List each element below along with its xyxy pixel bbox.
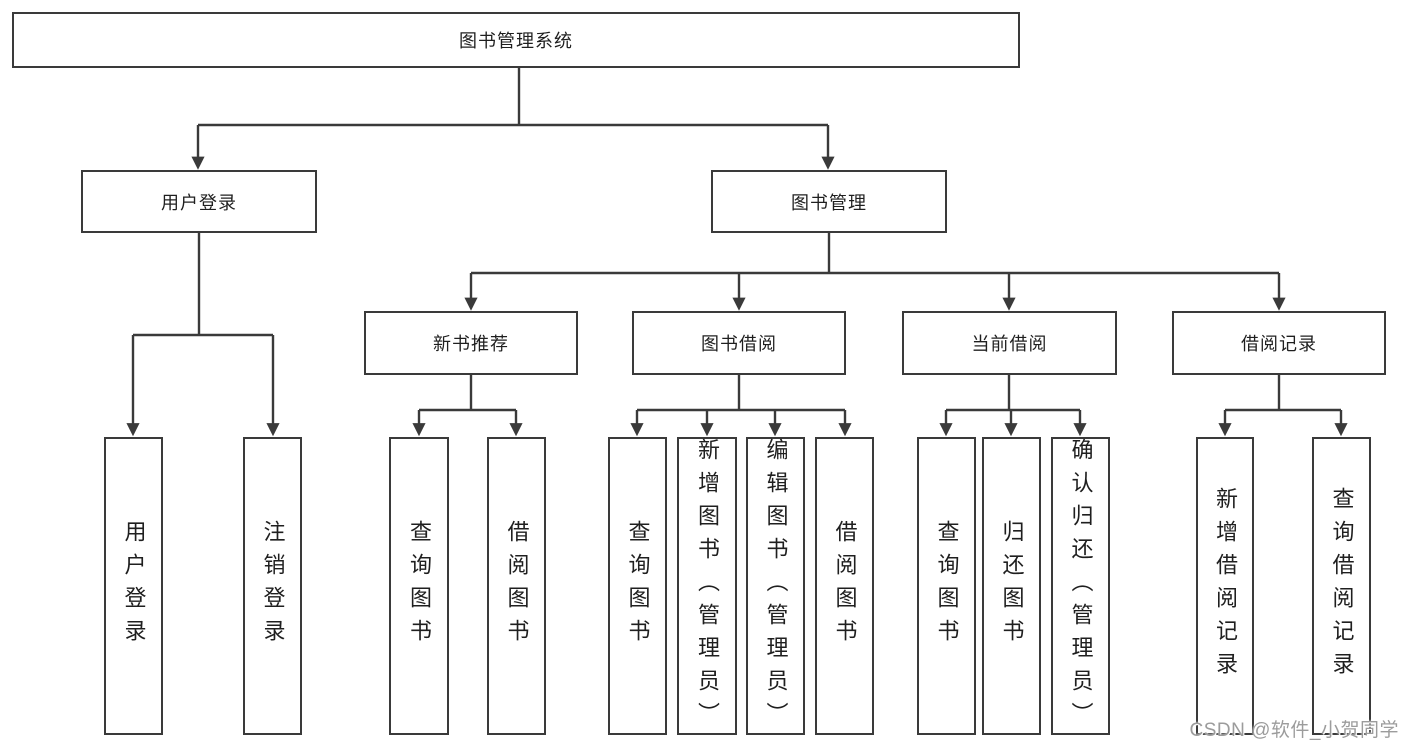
node-label: 借阅图书: [504, 520, 530, 652]
node-label: 确认归还（管理员）: [1068, 437, 1094, 735]
node-label: 查询图书: [625, 520, 651, 652]
leaf-query-books-current: 查询图书: [917, 437, 976, 735]
node-label: 查询图书: [407, 520, 432, 652]
node-label: 新书推荐: [433, 334, 509, 354]
node-label: 查询图书: [934, 520, 960, 652]
node-label: 归还图书: [999, 520, 1025, 652]
node-label: 注销登录: [260, 520, 286, 652]
node-new-book-recommendation: 新书推荐: [364, 311, 578, 375]
leaf-query-books-borrowing: 查询图书: [608, 437, 667, 735]
node-label: 查询借阅记录: [1329, 487, 1355, 685]
node-label: 新增借阅记录: [1213, 487, 1238, 685]
node-borrowing-records: 借阅记录: [1172, 311, 1386, 375]
node-label: 当前借阅: [971, 334, 1048, 354]
leaf-add-books-admin: 新增图书（管理员）: [677, 437, 737, 735]
node-label: 用户登录: [161, 192, 237, 213]
node-book-borrowing: 图书借阅: [632, 311, 846, 375]
leaf-add-borrow-record: 新增借阅记录: [1196, 437, 1254, 735]
node-label: 新增图书（管理员）: [695, 437, 720, 735]
node-book-management: 图书管理: [711, 170, 947, 233]
node-user-login: 用户登录: [81, 170, 317, 233]
node-label: 编辑图书（管理员）: [763, 437, 789, 735]
leaf-confirm-return-admin: 确认归还（管理员）: [1051, 437, 1110, 735]
node-label: 借阅记录: [1241, 334, 1317, 354]
leaf-borrow-books: 借阅图书: [815, 437, 874, 735]
node-label: 图书管理系统: [459, 31, 573, 51]
leaf-return-books: 归还图书: [982, 437, 1041, 735]
csdn-watermark: CSDN @软件_小贺同学: [1189, 720, 1399, 741]
node-current-borrowing: 当前借阅: [902, 311, 1117, 375]
leaf-logout: 注销登录: [243, 437, 302, 735]
leaf-borrow-books-recommendation: 借阅图书: [487, 437, 546, 735]
node-label: 借阅图书: [832, 520, 858, 652]
leaf-query-books-recommendation: 查询图书: [389, 437, 449, 735]
leaf-edit-books-admin: 编辑图书（管理员）: [746, 437, 805, 735]
node-label: 用户登录: [121, 520, 147, 652]
leaf-query-borrow-record: 查询借阅记录: [1312, 437, 1371, 735]
leaf-user-login: 用户登录: [104, 437, 163, 735]
node-label: 图书管理: [791, 192, 867, 213]
node-library-management-system: 图书管理系统: [12, 12, 1020, 68]
node-label: 图书借阅: [701, 334, 777, 354]
